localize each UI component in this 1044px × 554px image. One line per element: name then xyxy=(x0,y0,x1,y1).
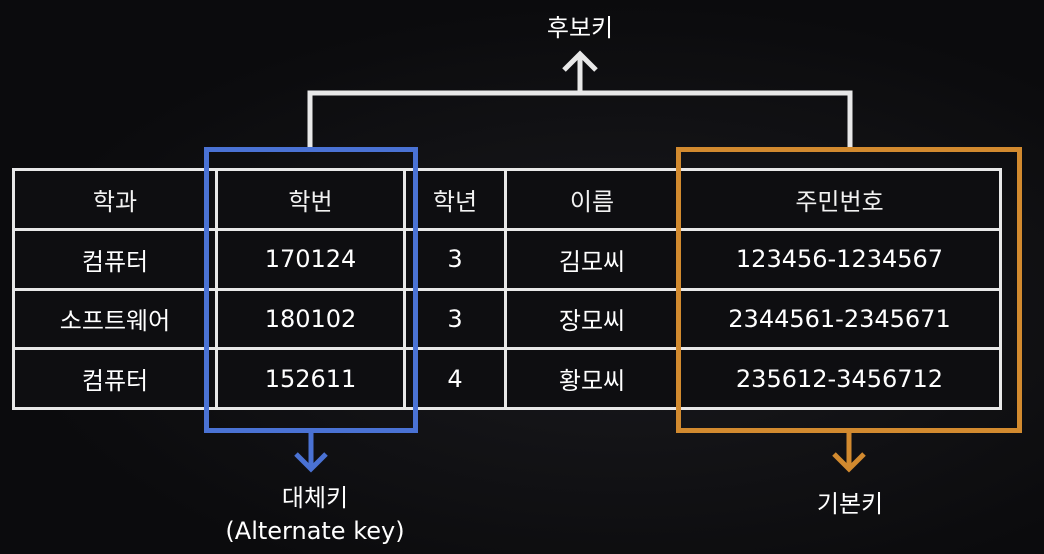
table-cell: 235612-3456712 xyxy=(680,350,999,407)
table-cell: 180102 xyxy=(218,290,403,348)
table-cell: 소프트웨어 xyxy=(15,290,215,348)
table-cell: 152611 xyxy=(218,350,403,407)
header-department: 학과 xyxy=(15,171,215,228)
table-cell: 황모씨 xyxy=(507,350,677,407)
table-cell: 4 xyxy=(406,350,504,407)
primary-key-label: 기본키 xyxy=(816,490,884,518)
alternate-key-arrow-head xyxy=(294,452,328,473)
table-cell: 3 xyxy=(406,290,504,348)
header-name: 이름 xyxy=(507,171,677,228)
alternate-key-label-english: (Alternate key) xyxy=(225,517,405,545)
header-grade: 학년 xyxy=(406,171,504,228)
table-cell: 컴퓨터 xyxy=(15,230,215,288)
alternate-key-label-korean: 대체키 xyxy=(281,484,349,512)
table-cell: 170124 xyxy=(218,230,403,288)
candidate-key-label: 후보키 xyxy=(546,14,614,42)
table-cell: 컴퓨터 xyxy=(15,350,215,407)
table-cell: 3 xyxy=(406,230,504,288)
candidate-key-arrow-head xyxy=(562,50,598,72)
table-cell: 2344561-2345671 xyxy=(680,290,999,348)
student-table: 학과 학번 학년 이름 주민번호 컴퓨터 170124 3 김모씨 123456… xyxy=(12,168,1002,410)
table-cell: 장모씨 xyxy=(507,290,677,348)
candidate-key-bracket xyxy=(307,90,853,147)
alternate-key-label: 대체키 (Alternate key) xyxy=(200,482,430,548)
header-resident-number: 주민번호 xyxy=(680,171,999,228)
table-cell: 김모씨 xyxy=(507,230,677,288)
primary-key-arrow-head xyxy=(832,452,866,473)
header-student-id: 학번 xyxy=(218,171,403,228)
table-cell: 123456-1234567 xyxy=(680,230,999,288)
